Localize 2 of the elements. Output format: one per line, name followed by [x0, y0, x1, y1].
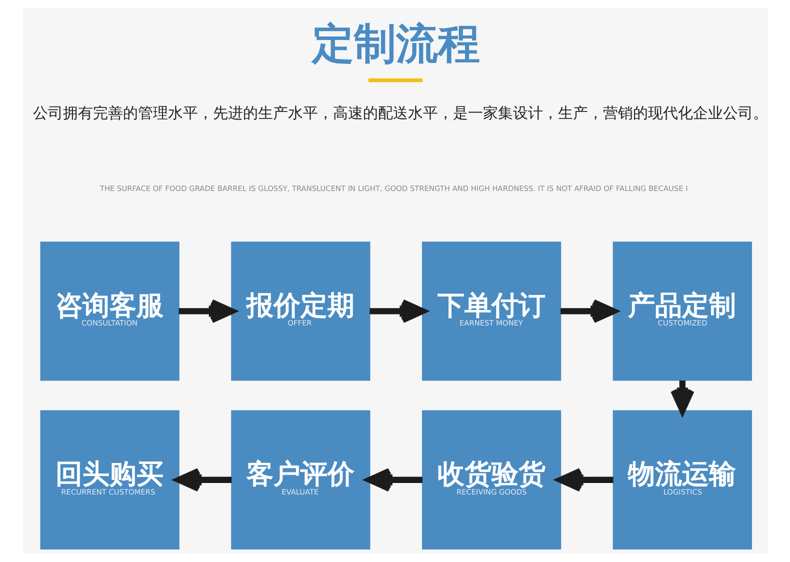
diagram-title: 定制流程 — [311, 18, 480, 68]
label: 公司拥有完善的管理水平，先进的生产水平，高速的配送水平，是一家集设计，生产，营销的现代化企业公司。 — [32, 104, 768, 122]
